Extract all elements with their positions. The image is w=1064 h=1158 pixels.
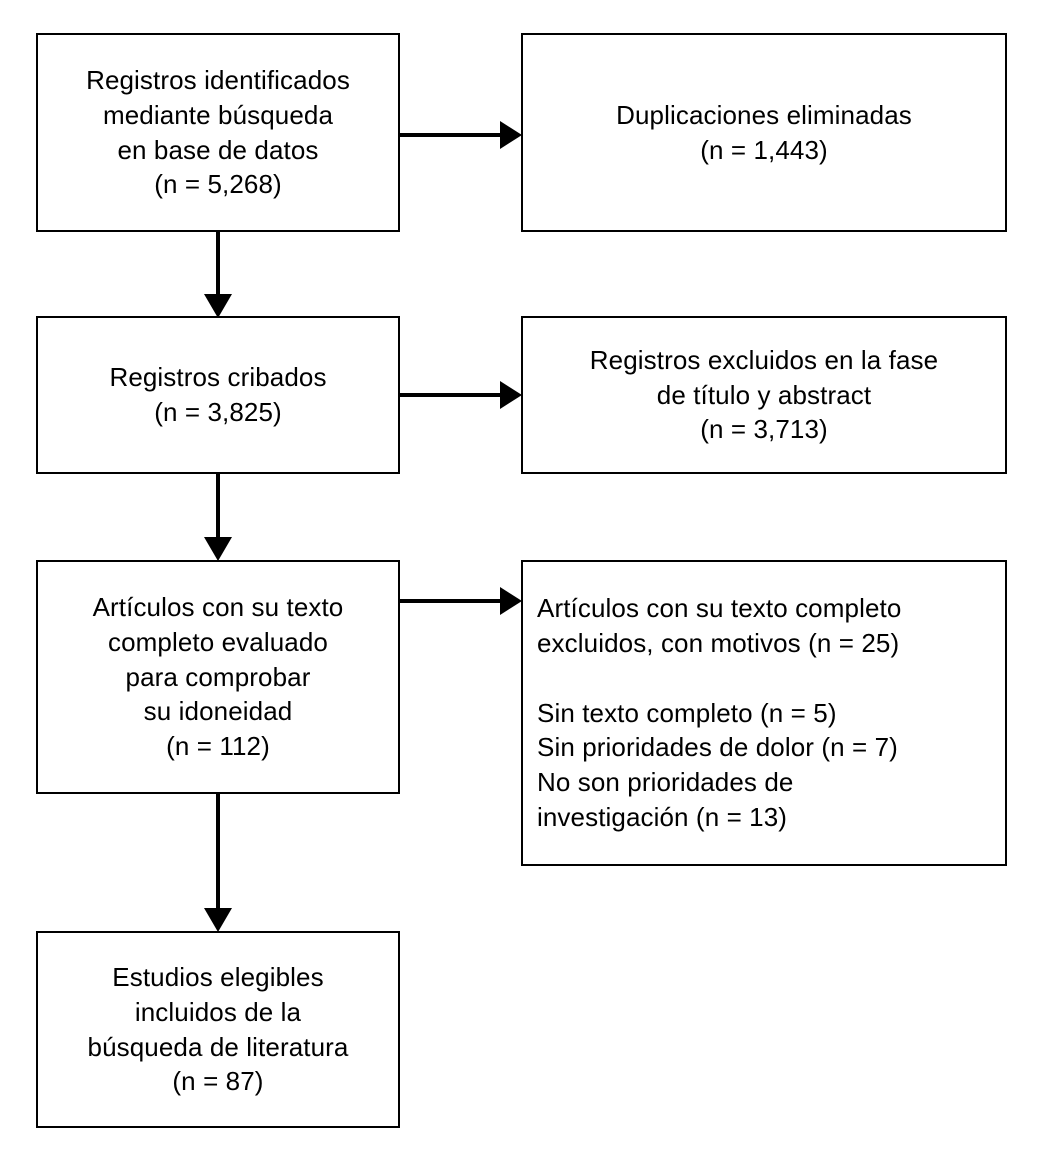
arrow-identified-to-duplicates <box>400 121 522 149</box>
arrow-screened-to-assessed <box>204 473 232 561</box>
box-duplicates-removed: Duplicaciones eliminadas (n = 1,443) <box>521 33 1007 232</box>
box-records-screened: Registros cribados (n = 3,825) <box>36 316 400 474</box>
arrow-assessed-to-excluded-reasons <box>400 587 522 615</box>
box-records-identified-text: Registros identificados mediante búsqued… <box>86 64 350 200</box>
box-studies-included: Estudios elegibles incluidos de la búsqu… <box>36 931 400 1128</box>
box-fulltext-assessed: Artículos con su texto completo evaluado… <box>36 560 400 794</box>
box-records-screened-text: Registros cribados (n = 3,825) <box>109 362 327 427</box>
box-fulltext-excluded-reasons-text: Artículos con su texto completo excluido… <box>537 593 902 833</box>
box-records-identified: Registros identificados mediante búsqued… <box>36 33 400 232</box>
box-records-excluded-text: Registros excluidos en la fase de título… <box>589 344 939 445</box>
arrow-screened-to-excluded <box>400 381 522 409</box>
box-duplicates-removed-text: Duplicaciones eliminadas (n = 1,443) <box>616 99 912 165</box>
box-fulltext-excluded-reasons: Artículos con su texto completo excluido… <box>521 560 1007 866</box>
box-records-excluded: Registros excluidos en la fase de título… <box>521 316 1007 474</box>
box-fulltext-assessed-text: Artículos con su texto completo evaluado… <box>92 591 344 762</box>
box-studies-included-text: Estudios elegibles incluidos de la búsqu… <box>87 961 349 1097</box>
arrow-identified-to-screened <box>204 232 232 318</box>
arrow-assessed-to-included <box>204 793 232 932</box>
